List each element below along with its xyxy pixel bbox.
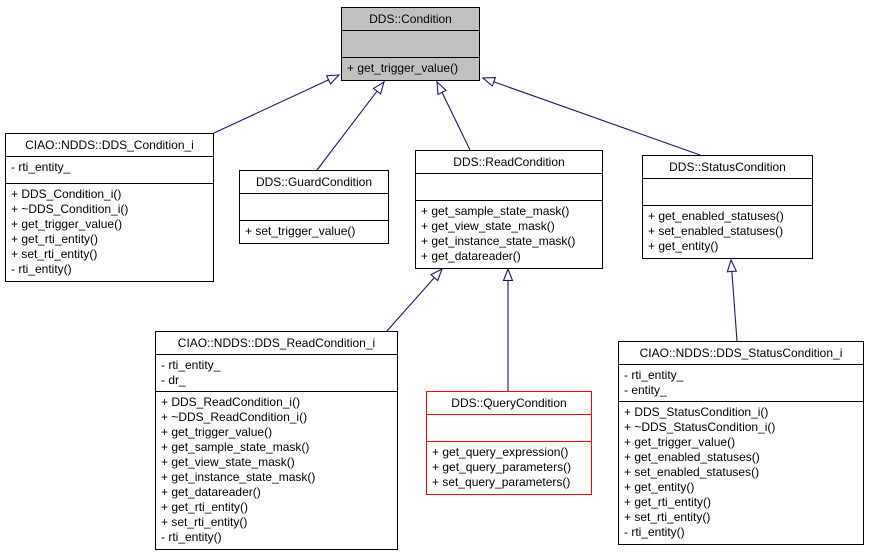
class-title: DDS::Condition	[342, 8, 479, 31]
member-line: + get_rti_entity()	[161, 500, 249, 514]
member-line: + get_enabled_statuses()	[648, 209, 784, 223]
class-title: CIAO::NDDS::DDS_ReadCondition_i	[156, 332, 397, 355]
inheritance-edge-guard_condition-to-condition	[316, 80, 385, 171]
class-node-dds-querycondition[interactable]: DDS::QueryCondition + get_query_expressi…	[426, 391, 592, 495]
class-title: DDS::StatusCondition	[643, 156, 812, 179]
class-attributes: - rti_entity_- entity_	[619, 365, 863, 402]
member-line: + ~DDS_Condition_i()	[11, 202, 129, 216]
class-attributes: - rti_entity_- dr_	[156, 355, 397, 392]
member-line: + get_trigger_value()	[347, 61, 459, 75]
class-methods: + get_query_expression()+ get_query_para…	[427, 442, 591, 494]
member-line: + get_instance_state_mask()	[161, 470, 316, 484]
member-line: + get_view_state_mask()	[421, 219, 555, 233]
class-methods: + set_trigger_value()	[240, 221, 388, 243]
member-line: - rti_entity_	[624, 368, 684, 382]
class-node-ciao-ndds-dds-statuscondition-i[interactable]: CIAO::NDDS::DDS_StatusCondition_i - rti_…	[618, 341, 864, 545]
member-line: + DDS_Condition_i()	[11, 187, 122, 201]
member-line: - rti_entity()	[11, 262, 72, 276]
inheritance-edge-dds_status_condition_i-to-status_condition	[726, 258, 738, 342]
member-line: + get_trigger_value()	[11, 217, 123, 231]
member-line: + get_rti_entity()	[11, 232, 99, 246]
class-node-dds-readcondition[interactable]: DDS::ReadCondition + get_sample_state_ma…	[415, 150, 603, 269]
member-line: + get_entity()	[648, 239, 719, 253]
member-line: + DDS_StatusCondition_i()	[624, 405, 769, 419]
class-title: CIAO::NDDS::DDS_Condition_i	[6, 134, 213, 157]
class-title: CIAO::NDDS::DDS_StatusCondition_i	[619, 342, 863, 365]
member-line: + set_enabled_statuses()	[648, 224, 784, 238]
class-methods: + DDS_ReadCondition_i()+ ~DDS_ReadCondit…	[156, 392, 397, 549]
member-line: + set_query_parameters()	[432, 475, 571, 489]
class-methods: + DDS_Condition_i()+ ~DDS_Condition_i()+…	[6, 184, 213, 281]
member-line: + ~DDS_StatusCondition_i()	[624, 420, 776, 434]
member-line: + get_query_parameters()	[432, 460, 572, 474]
class-node-dds-condition[interactable]: DDS::Condition + get_trigger_value()	[341, 7, 480, 81]
member-line: + get_sample_state_mask()	[161, 440, 310, 454]
member-line: + set_rti_entity()	[11, 247, 98, 261]
member-line: + get_instance_state_mask()	[421, 234, 576, 248]
class-methods: + get_sample_state_mask()+ get_view_stat…	[416, 201, 602, 268]
member-line: + get_trigger_value()	[161, 425, 273, 439]
class-attributes	[342, 31, 479, 58]
member-line: + DDS_ReadCondition_i()	[161, 395, 301, 409]
member-line: + get_rti_entity()	[624, 495, 712, 509]
class-title: DDS::QueryCondition	[427, 392, 591, 415]
class-node-dds-statuscondition[interactable]: DDS::StatusCondition + get_enabled_statu…	[642, 155, 813, 259]
member-line: + get_enabled_statuses()	[624, 450, 760, 464]
class-node-ciao-ndds-dds-condition-i[interactable]: CIAO::NDDS::DDS_Condition_i - rti_entity…	[5, 133, 214, 282]
member-line: + ~DDS_ReadCondition_i()	[161, 410, 308, 424]
class-attributes	[416, 174, 602, 201]
member-line: - rti_entity()	[624, 525, 685, 539]
member-line: + set_rti_entity()	[161, 515, 248, 529]
member-line: - rti_entity_	[11, 160, 71, 174]
class-attributes: - rti_entity_	[6, 157, 213, 184]
member-line: - rti_entity_	[161, 358, 221, 372]
inheritance-edge-status_condition-to-condition	[481, 77, 701, 156]
member-line: + get_trigger_value()	[624, 435, 736, 449]
class-attributes	[643, 179, 812, 206]
class-methods: + get_enabled_statuses()+ set_enabled_st…	[643, 206, 812, 258]
class-methods: + get_trigger_value()	[342, 58, 479, 80]
member-line: + get_datareader()	[161, 485, 261, 499]
class-attributes	[427, 415, 591, 442]
class-node-dds-guardcondition[interactable]: DDS::GuardCondition + set_trigger_value(…	[239, 170, 389, 244]
member-line: + get_sample_state_mask()	[421, 204, 570, 218]
class-methods: + DDS_StatusCondition_i()+ ~DDS_StatusCo…	[619, 402, 863, 544]
inheritance-edge-dds_condition_i-to-condition	[213, 74, 341, 134]
class-title: DDS::GuardCondition	[240, 171, 388, 194]
member-line: + set_rti_entity()	[624, 510, 711, 524]
class-node-ciao-ndds-dds-readcondition-i[interactable]: CIAO::NDDS::DDS_ReadCondition_i - rti_en…	[155, 331, 398, 550]
member-line: + set_trigger_value()	[245, 224, 356, 238]
member-line: + get_query_expression()	[432, 445, 569, 459]
member-line: + get_entity()	[624, 480, 695, 494]
inheritance-edge-read_condition-to-condition	[436, 80, 471, 151]
member-line: - rti_entity()	[161, 530, 222, 544]
member-line: - entity_	[624, 383, 667, 397]
inheritance-edge-dds_read_condition_i-to-read_condition	[386, 267, 444, 332]
member-line: + get_datareader()	[421, 249, 521, 263]
class-title: DDS::ReadCondition	[416, 151, 602, 174]
member-line: + set_enabled_statuses()	[624, 465, 760, 479]
member-line: - dr_	[161, 373, 186, 387]
member-line: + get_view_state_mask()	[161, 455, 295, 469]
class-attributes	[240, 194, 388, 221]
